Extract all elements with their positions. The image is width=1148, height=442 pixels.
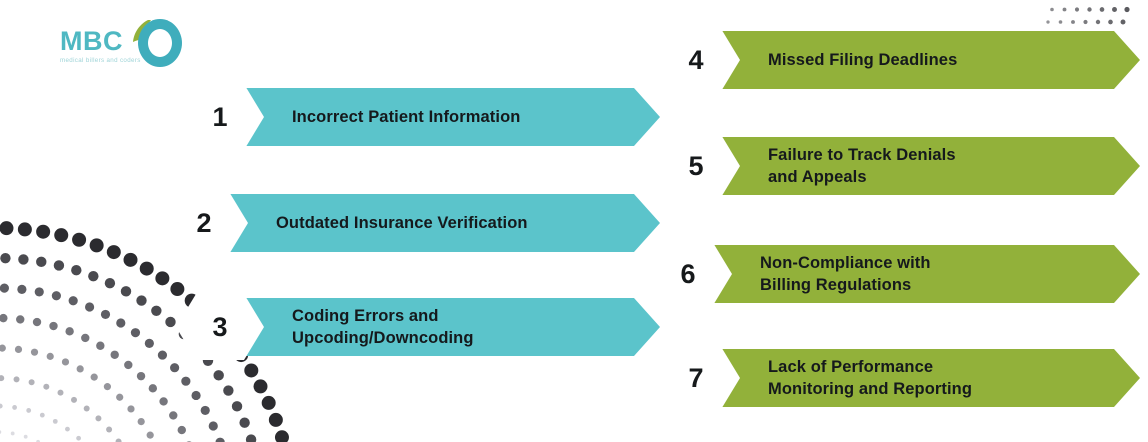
step-number: 2 bbox=[196, 207, 212, 238]
logo-wordmark: MBC bbox=[60, 26, 123, 56]
banner-bar: Lack of Performance Monitoring and Repor… bbox=[700, 349, 1140, 407]
step-number: 1 bbox=[212, 101, 228, 132]
step-number-badge: 6 bbox=[644, 241, 732, 307]
step-number-badge: 2 bbox=[160, 190, 248, 256]
step-number: 7 bbox=[688, 362, 704, 393]
mbc-eye-leaf-logo-icon bbox=[133, 19, 182, 67]
step-number: 4 bbox=[688, 44, 704, 75]
step-number: 6 bbox=[680, 258, 696, 289]
banner-bar: Incorrect Patient Information bbox=[224, 88, 660, 146]
banner-label: Lack of Performance Monitoring and Repor… bbox=[768, 357, 973, 398]
banner-bar: Outdated Insurance Verification bbox=[208, 194, 660, 252]
banner-label: Non-Compliance with Billing Regulations bbox=[760, 253, 931, 294]
banner-bar: Non-Compliance with Billing Regulations bbox=[692, 245, 1140, 303]
banner-label: Outdated Insurance Verification bbox=[276, 213, 528, 232]
banner-row: Failure to Track Denials and Appeals 5 bbox=[652, 133, 1140, 199]
step-number: 3 bbox=[212, 311, 228, 342]
banner-row: Non-Compliance with Billing Regulations 6 bbox=[644, 241, 1140, 307]
step-number-badge: 4 bbox=[652, 27, 740, 93]
step-number: 5 bbox=[688, 150, 704, 181]
banner-row: Incorrect Patient Information 1 bbox=[176, 84, 660, 150]
banner-row: Missed Filing Deadlines 4 bbox=[652, 27, 1140, 93]
banner-bar: Coding Errors and Upcoding/Downcoding bbox=[224, 298, 660, 356]
banner-bar: Missed Filing Deadlines bbox=[700, 31, 1140, 89]
banner-row: Coding Errors and Upcoding/Downcoding 3 bbox=[176, 294, 660, 360]
step-number-badge: 7 bbox=[652, 345, 740, 411]
step-number-badge: 5 bbox=[652, 133, 740, 199]
step-number-badge: 3 bbox=[176, 294, 264, 360]
logo-tagline: medical billers and coders bbox=[60, 57, 141, 64]
banner-bar: Failure to Track Denials and Appeals bbox=[700, 137, 1140, 195]
banner-row: Outdated Insurance Verification 2 bbox=[160, 190, 660, 256]
banner-label: Incorrect Patient Information bbox=[292, 107, 521, 126]
banner-label: Failure to Track Denials and Appeals bbox=[768, 145, 956, 186]
banner-label: Coding Errors and Upcoding/Downcoding bbox=[292, 306, 474, 347]
brand-logo: MBC medical billers and coders bbox=[48, 16, 188, 72]
step-number-badge: 1 bbox=[176, 84, 264, 150]
banner-row: Lack of Performance Monitoring and Repor… bbox=[652, 345, 1140, 411]
banner-label: Missed Filing Deadlines bbox=[768, 50, 958, 69]
